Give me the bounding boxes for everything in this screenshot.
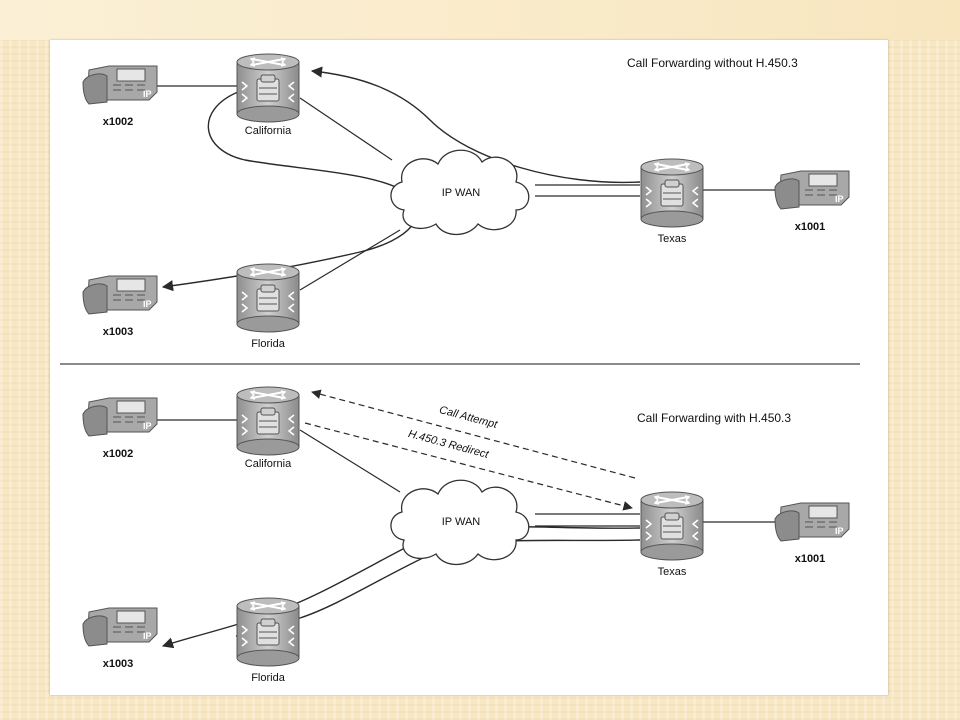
bottom-florida-router-icon: [236, 597, 300, 667]
top-texas-router-icon: [640, 158, 704, 228]
bottom-x1001-phone-icon: [774, 502, 850, 542]
bottom-california-router-icon: [236, 386, 300, 456]
top-x1001-label: x1001: [794, 221, 826, 233]
bottom-forwarded-call-path: [161, 525, 641, 649]
bottom-x1003-phone-icon: [82, 607, 158, 647]
top-florida-router-icon: [236, 263, 300, 333]
top-texas-label: Texas: [657, 233, 687, 245]
bottom-texas-router-icon: [640, 491, 704, 561]
bottom-florida-label: Florida: [251, 672, 285, 684]
bottom-ip-wan-label: IP WAN: [441, 516, 481, 528]
section-divider: [60, 363, 860, 365]
bottom-california-label: California: [244, 458, 292, 470]
top-x1003-label: x1003: [102, 326, 134, 338]
top-california-label: California: [244, 125, 292, 137]
top-links: [157, 85, 775, 291]
top-florida-label: Florida: [251, 338, 285, 350]
top-x1002-phone-icon: [82, 65, 158, 105]
bottom-links: [157, 419, 775, 527]
slide-top-band: [0, 0, 960, 40]
top-x1001-phone-icon: [774, 170, 850, 210]
bottom-diagram-title: Call Forwarding with H.450.3: [637, 411, 792, 425]
top-x1002-label: x1002: [102, 116, 134, 128]
top-california-router-icon: [236, 53, 300, 123]
bottom-x1002-label: x1002: [102, 448, 134, 460]
bottom-x1001-label: x1001: [794, 553, 826, 565]
bottom-texas-label: Texas: [657, 566, 687, 578]
bottom-x1002-phone-icon: [82, 397, 158, 437]
top-x1003-phone-icon: [82, 275, 158, 315]
top-ip-wan-label: IP WAN: [441, 187, 481, 199]
top-diagram-title: Call Forwarding without H.450.3: [627, 56, 798, 70]
bottom-signal-paths: [304, 389, 636, 511]
bottom-x1003-label: x1003: [102, 658, 134, 670]
diagram-panel: [50, 40, 888, 695]
